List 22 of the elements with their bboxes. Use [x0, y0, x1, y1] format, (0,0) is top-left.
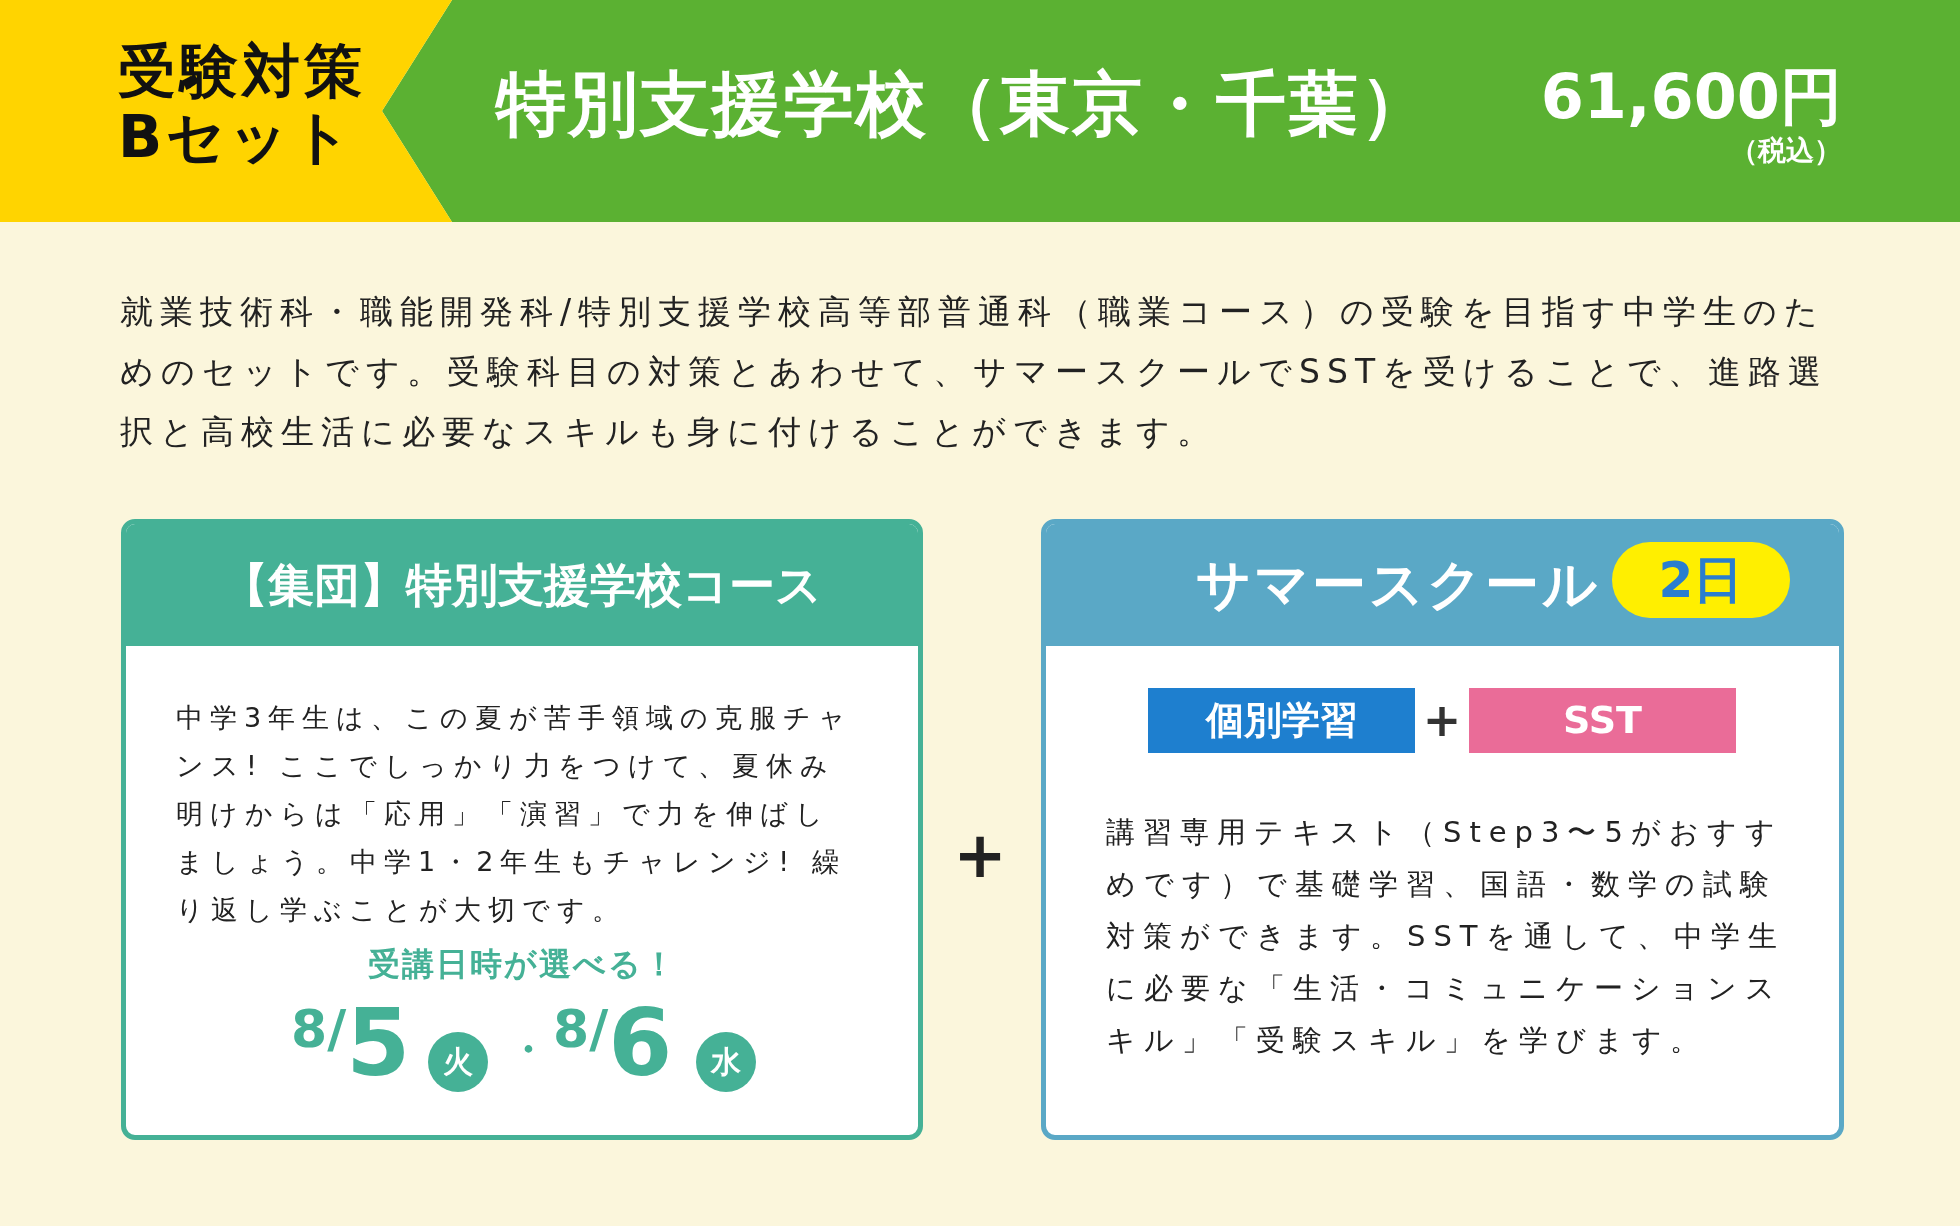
course-description: 中学3年生は、この夏が苦手領域の克服チャンス! ここでしっかり力をつけて、夏休み明けからは「応用」「演習」で力を伸ばしましょう。中学1・2年生もチャレンジ! 繰り返し学ぶことが大切です。: [176, 701, 855, 927]
plus-sign: +: [1421, 692, 1463, 749]
card-header: 【集団】特別支援学校コース: [126, 524, 918, 646]
weekday-circle: 火: [428, 1032, 488, 1092]
intro-paragraph: 就業技術科・職能開発科/特別支援学校高等部普通科（職業コース）の受験を目指す中学生のためのセットです。受験科目の対策とあわせて、サマースクールでSSTを受けることで、進路選択と高校生活に必要なスキルも身に付けることができます。: [120, 291, 1830, 453]
set-label-banner: [0, 0, 452, 222]
card-title: サマースクール: [1196, 552, 1600, 618]
plus-sign: +: [952, 820, 1008, 890]
price-text: 61,600円: [1540, 62, 1842, 132]
header-title: 特別支援学校（東京・千葉）: [496, 62, 1432, 147]
banner-text: 受験対策 Bセット: [118, 38, 367, 170]
day-count-badge: 2日: [1612, 542, 1790, 618]
weekday-circle: 水: [696, 1032, 756, 1092]
program-tag: SST: [1469, 688, 1736, 753]
tax-note: （税込）: [1730, 134, 1842, 168]
course-description: 講習専用テキスト（Step3〜5がおすすめです）で基礎学習、国語・数学の試験対策ができます。SSTを通して、中学生に必要な「生活・コミュニケーションスキル」「受験スキル」を学びます。: [1106, 814, 1786, 1059]
separator-dot: ・: [508, 1025, 548, 1074]
course-card: [1041, 519, 1844, 1140]
date-heading: 受講日時が選べる！: [366, 944, 678, 984]
course-card: [121, 519, 923, 1140]
program-tag: 個別学習: [1148, 688, 1415, 753]
header-band: [380, 0, 1960, 222]
